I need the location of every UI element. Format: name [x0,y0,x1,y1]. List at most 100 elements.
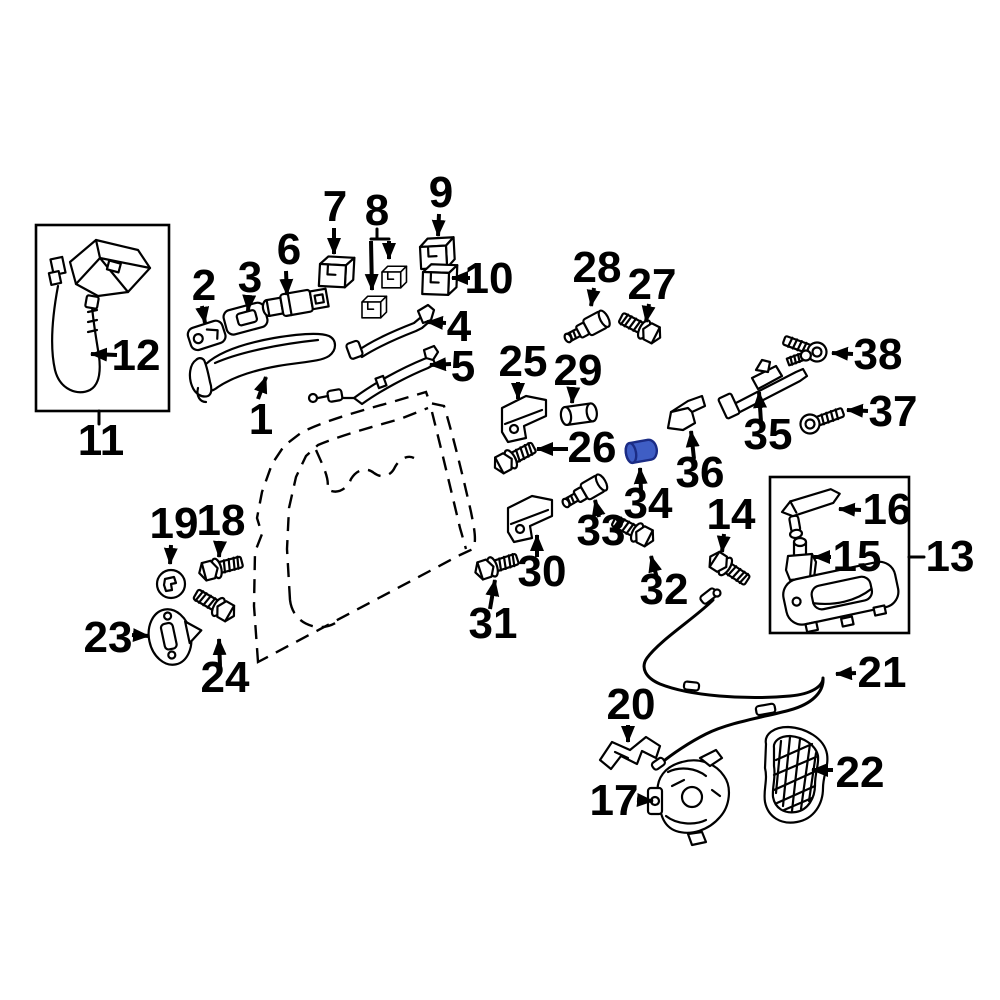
part-1-handle-shape [188,332,337,404]
part-16-trim-shape [780,488,841,540]
arrow-31 [485,579,500,610]
part-2-gasket-shape [186,319,227,352]
arrow-34 [633,467,648,491]
arrow-23 [131,628,150,643]
part-36-wedge-shape [666,394,707,432]
part-label-32: 32 [640,565,689,614]
part-label-34: 34 [624,479,673,528]
part-6-lock-cylinder-shape [261,287,330,318]
part-label-14: 14 [707,490,756,539]
arrow-1 [253,376,268,400]
part-label-1: 1 [249,395,273,444]
part-label-13: 13 [926,532,975,581]
inner-door-handle-shape [782,560,900,634]
arrow-37 [846,403,869,418]
arrow-16 [838,502,862,517]
part-label-35: 35 [744,410,793,459]
part-label-30: 30 [518,547,567,596]
part-label-3: 3 [238,253,262,302]
arrow-28 [586,287,601,307]
arrow-21 [835,666,857,681]
part-label-28: 28 [573,243,622,292]
part-label-5: 5 [451,342,475,391]
part-label-6: 6 [277,225,301,274]
part-22-seal-shape [763,725,829,824]
part-19-grommet-shape [155,568,187,600]
group-box-13 [768,475,911,635]
arrow-4 [426,315,447,330]
door-panel-outline [252,390,477,664]
part-label-7: 7 [323,182,347,231]
part-31-bolt-shape [471,548,522,584]
part-label-20: 20 [607,680,656,729]
part-37-screw-shape [796,402,848,438]
part-7-cap-shape [317,254,356,289]
arrow-19 [163,544,178,565]
part-label-25: 25 [499,337,548,386]
part-label-19: 19 [150,499,199,548]
arrow-35 [753,391,768,423]
arrow-32 [648,555,662,579]
arrow-14 [716,533,731,553]
part-label-16: 16 [863,485,912,534]
part-label-38: 38 [854,330,903,379]
part-30-hinge-shape [506,494,554,544]
part-label-21: 21 [858,648,907,697]
part-label-26: 26 [568,423,617,472]
arrow-2 [195,305,210,324]
part-34-highlighted-bushing-shape [624,438,659,465]
part-label-33: 33 [577,506,626,555]
arrow-27 [641,303,656,323]
part-21-release-cable-shape [642,587,825,771]
arrow-8a [364,240,379,291]
part-label-37: 37 [869,387,918,436]
group-box-11 [34,223,171,413]
part-8a-cap-shape [381,265,408,289]
part-label-9: 9 [429,168,453,217]
part-23-striker-shape [147,608,203,666]
arrow-9 [431,213,446,237]
part-label-15: 15 [833,532,882,581]
part-label-18: 18 [197,496,246,545]
part-label-23: 23 [84,613,133,662]
arrow-3 [242,294,257,312]
part-12-cable-shape [47,238,152,394]
part-label-24: 24 [201,653,250,702]
arrow-8-bracket [369,227,391,241]
part-25-hinge-shape [500,394,548,444]
part-8b-cap-shape [361,295,388,319]
part-label-10: 10 [465,254,514,303]
part-20-clip-shape [598,735,662,771]
part-15-switch-shape [784,536,818,582]
part-label-8: 8 [365,186,389,235]
leader-arrows [90,213,869,807]
part-label-17: 17 [590,776,639,825]
part-label-12: 12 [112,331,161,380]
arrow-38 [831,346,854,361]
arrow-12 [90,347,118,362]
arrow-36 [685,430,700,460]
part-number-labels: 1 2 3 4 5 6 7 8 9 10 11 12 13 14 15 16 1… [78,168,975,825]
arrow-18 [213,540,227,558]
part-label-31: 31 [469,599,518,648]
part-35-check-strap-shape [717,349,812,420]
part-28-sensor-shape [560,307,614,349]
arrow-5 [429,357,452,372]
part-label-22: 22 [836,748,885,797]
part-label-4: 4 [447,302,472,351]
part-4-bar-shape [345,303,436,360]
arrow-33 [591,499,606,518]
part-24-bolt-shape [189,584,241,626]
arrow-24 [212,638,227,667]
part-label-36: 36 [676,448,725,497]
part-label-27: 27 [628,260,677,309]
arrow-29 [566,386,581,404]
part-14-bolt-shape [703,547,754,591]
part-26-bolt-shape [489,437,540,478]
part-27-bolt-shape [615,307,666,348]
arrow-6 [279,270,294,296]
part-label-2: 2 [192,261,216,310]
part-5-carrier-shape [307,344,440,406]
